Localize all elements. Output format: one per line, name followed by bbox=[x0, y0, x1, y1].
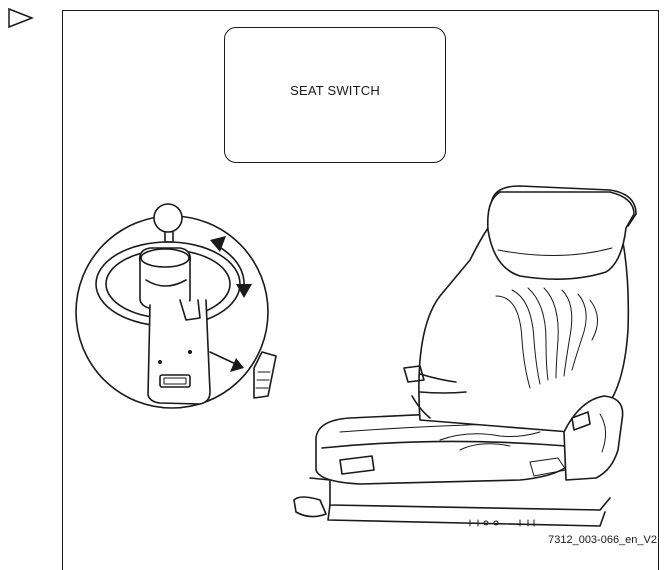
steering-detail bbox=[76, 204, 276, 408]
seat-drawing bbox=[294, 186, 636, 526]
figure-id: 7312_003-066_en_V2 bbox=[548, 534, 657, 546]
